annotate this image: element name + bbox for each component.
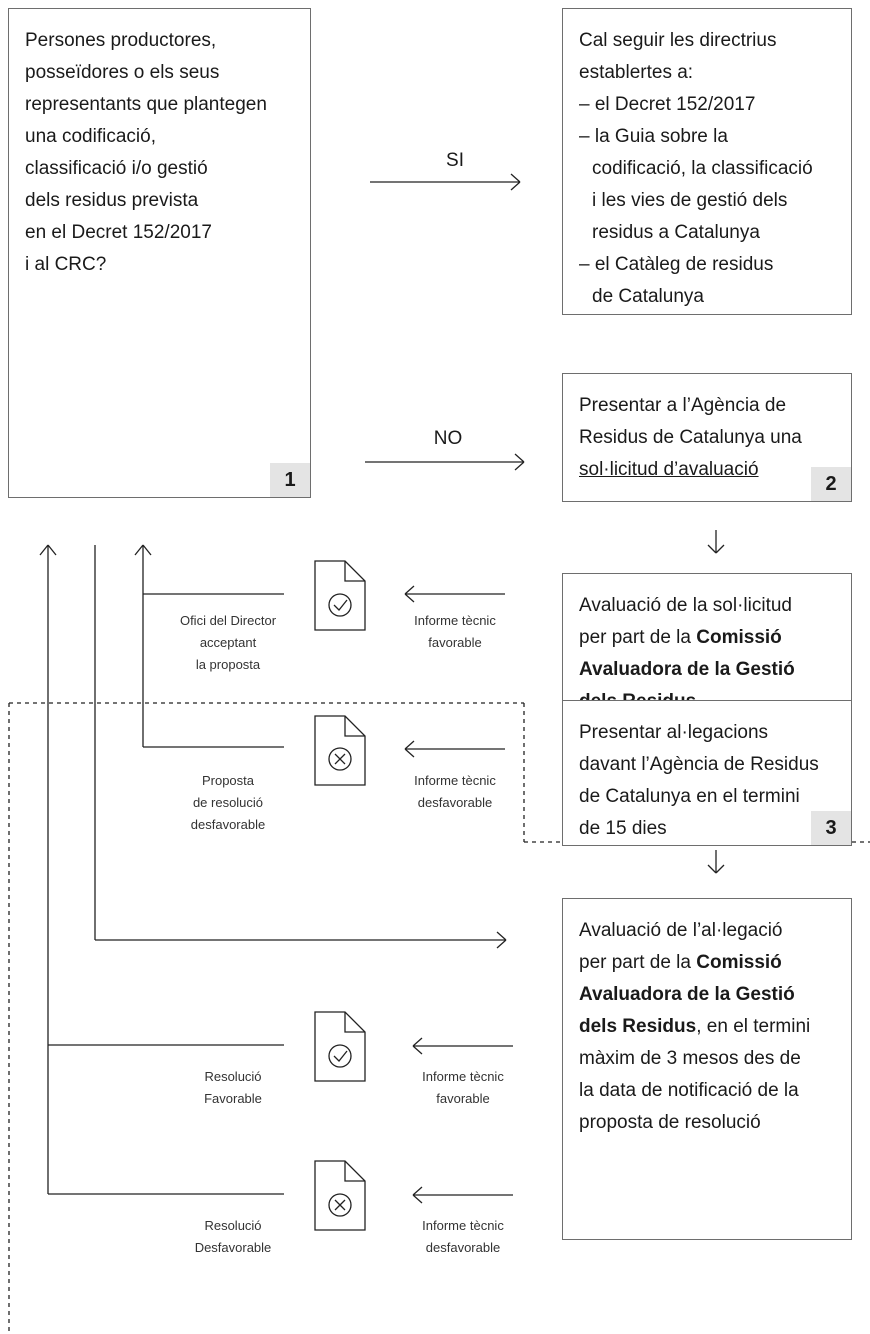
alleg-line-3: Avaluadora de la Gestió — [579, 984, 795, 1005]
request-text: Presentar a l’Agència de Residus de Cata… — [579, 390, 843, 486]
evaluation-line-2b: Comissió — [696, 627, 782, 648]
evaluation-text: Avaluació de la sol·licitud per part de … — [579, 590, 843, 718]
proposta-label-line-3: desfavorable — [190, 817, 266, 832]
informe-favorable-label-2-line-1: Informe tècnic — [422, 1069, 504, 1084]
ofici-label-line-1: Ofici del Director — [179, 613, 277, 628]
step-badge-1: 1 — [270, 463, 310, 497]
proposta-label: Proposta de resolució desfavorable — [153, 770, 303, 836]
guidelines-line-4: – la Guia sobre la — [579, 126, 728, 147]
guidelines-text: Cal seguir les directrius establertes a: –… — [579, 25, 843, 313]
alleg-line-1: Avaluació de l’al·legació — [579, 920, 783, 941]
allegations-text: Presentar al·legacions davant l’Agència d… — [579, 717, 843, 845]
request-line-2: Residus de Catalunya una — [579, 427, 802, 448]
resolucio-favorable-label-line-2: Favorable — [204, 1091, 262, 1106]
alleg-line-6: la data de notificació de la — [579, 1080, 799, 1101]
evaluation-line-1: Avaluació de la sol·licitud — [579, 595, 792, 616]
alleg-line-4a: dels Residus — [579, 1016, 697, 1037]
no-label: NO — [433, 428, 463, 449]
proposta-label-line-2: de resolució — [192, 795, 264, 810]
allegations-line-2: davant l’Agència de Residus — [579, 754, 819, 775]
question-line-5: classificació i/o gestió — [25, 158, 208, 179]
question-line-6: dels residus prevista — [25, 190, 199, 211]
request-line-1: Presentar a l’Agència de — [579, 395, 787, 416]
resolucio-favorable-label-line-1: Resolució — [204, 1069, 262, 1084]
evaluation-line-3: Avaluadora de la Gestió — [579, 659, 795, 680]
alleg-line-4b: , en el termini — [696, 1016, 811, 1037]
guidelines-line-9: de Catalunya — [592, 286, 704, 307]
allegation-evaluation-box: Avaluació de l’al·legació per part de la… — [562, 898, 852, 1240]
guidelines-line-5: codificació, la classificació — [592, 158, 813, 179]
ofici-label-line-2: acceptant — [199, 635, 257, 650]
proposta-label-line-1: Proposta — [201, 773, 255, 788]
allegation-evaluation-text: Avaluació de l’al·legació per part de la… — [579, 915, 843, 1139]
allegations-line-3: de Catalunya en el termini — [579, 786, 800, 807]
evaluation-line-2a: per part de la — [579, 627, 697, 648]
alleg-line-2a: per part de la — [579, 952, 697, 973]
informe-desfavorable-label-1-line-1: Informe tècnic — [414, 773, 496, 788]
informe-desfavorable-label-2-line-2: desfavorable — [425, 1240, 501, 1255]
ofici-label: Ofici del Director acceptant la proposta — [153, 610, 303, 676]
allegations-box: Presentar al·legacions davant l’Agència d… — [562, 700, 852, 846]
question-line-7: en el Decret 152/2017 — [25, 222, 212, 243]
guidelines-line-8: – el Catàleg de residus — [579, 254, 774, 275]
alleg-line-7: proposta de resolució — [579, 1112, 761, 1133]
guidelines-box: Cal seguir les directrius establertes a: –… — [562, 8, 852, 315]
informe-favorable-label-2: Informe tècnic favorable — [388, 1066, 538, 1110]
document-check-icon — [314, 1011, 366, 1082]
informe-desfavorable-label-2: Informe tècnic desfavorable — [388, 1215, 538, 1259]
guidelines-line-7: residus a Catalunya — [592, 222, 760, 243]
question-line-3: representants que plantegen — [25, 94, 267, 115]
guidelines-line-3: – el Decret 152/2017 — [579, 94, 756, 115]
question-box: Persones productores, posseïdores o els s… — [8, 8, 311, 498]
informe-desfavorable-label-1: Informe tècnic desfavorable — [380, 770, 530, 814]
informe-favorable-label-1-line-2: favorable — [428, 635, 482, 650]
allegations-line-4: de 15 dies — [579, 818, 667, 839]
alleg-line-5: màxim de 3 mesos des de — [579, 1048, 801, 1069]
informe-favorable-label-1: Informe tècnic favorable — [380, 610, 530, 654]
informe-favorable-label-1-line-1: Informe tècnic — [414, 613, 496, 628]
informe-desfavorable-label-1-line-2: desfavorable — [417, 795, 493, 810]
resolucio-desfavorable-label-line-1: Resolució — [204, 1218, 262, 1233]
guidelines-line-6: i les vies de gestió dels — [592, 190, 788, 211]
document-cross-icon — [314, 715, 366, 786]
request-box: Presentar a l’Agència de Residus de Cata… — [562, 373, 852, 502]
ofici-label-line-3: la proposta — [195, 657, 261, 672]
informe-desfavorable-label-2-line-1: Informe tècnic — [422, 1218, 504, 1233]
document-check-icon — [314, 560, 366, 631]
question-line-1: Persones productores, — [25, 30, 217, 51]
step-badge-3: 3 — [811, 811, 851, 845]
resolucio-desfavorable-label-line-2: Desfavorable — [194, 1240, 272, 1255]
allegations-line-1: Presentar al·legacions — [579, 722, 769, 743]
question-text: Persones productores, posseïdores o els s… — [25, 25, 302, 281]
document-cross-icon — [314, 1160, 366, 1231]
question-line-4: una codificació, — [25, 126, 156, 147]
question-line-2: posseïdores o els seus — [25, 62, 220, 83]
informe-favorable-label-2-line-2: favorable — [436, 1091, 490, 1106]
request-link[interactable]: sol·licitud d’avaluació — [579, 459, 759, 480]
guidelines-line-1: Cal seguir les directrius — [579, 30, 777, 51]
alleg-line-2b: Comissió — [696, 952, 782, 973]
question-line-8: i al CRC? — [25, 254, 107, 275]
step-badge-2: 2 — [811, 467, 851, 501]
guidelines-line-2: establertes a: — [579, 62, 694, 83]
yes-label: SI — [446, 150, 464, 171]
